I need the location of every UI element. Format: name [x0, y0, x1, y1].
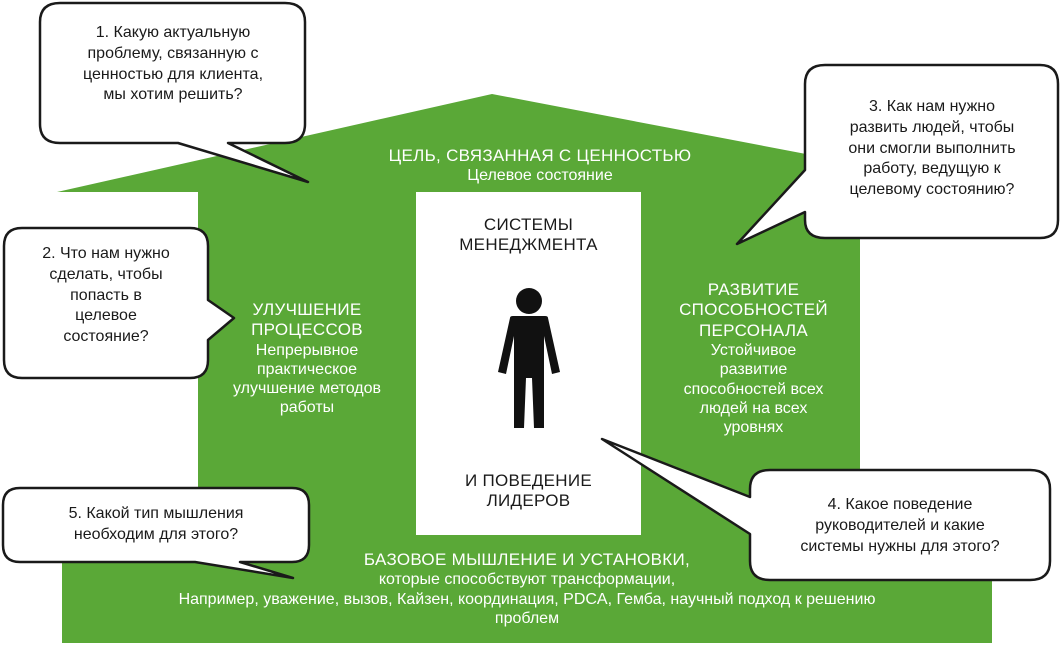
speech-bubble-5 [1, 486, 311, 580]
center-top-text: СИСТЕМЫ МЕНЕДЖМЕНТА [416, 215, 641, 256]
bubble-4-text: 4. Какое поведение руководителей и какие… [752, 495, 1048, 557]
bubble-4-line: системы нужны для этого? [800, 537, 1000, 555]
left-pillar-text: УЛУЧШЕНИЕ ПРОЦЕССОВ Непрерывное практиче… [198, 300, 416, 418]
left-pillar-title-line: ПРОЦЕССОВ [251, 320, 363, 340]
right-pillar-body-line: развитие [719, 361, 788, 379]
foundation-title: БАЗОВОЕ МЫШЛЕНИЕ И УСТАНОВКИ, [363, 550, 691, 569]
roof-text: ЦЕЛЬ, СВЯЗАННАЯ С ЦЕННОСТЬЮ Целевое сост… [300, 146, 780, 186]
foundation-line: которые способствуют трансформации, [378, 571, 676, 589]
bubble-1-line: мы хотим решить? [103, 86, 243, 104]
foundation-line: Например, уважение, вызов, Кайзен, коорд… [178, 590, 876, 608]
bubble-3-line: 3. Как нам нужно [868, 98, 996, 115]
bubble-5-line: 5. Какой тип мышления [68, 505, 244, 522]
bubble-2-line: целевое [75, 307, 137, 325]
left-pillar-body-line: практическое [256, 360, 358, 378]
center-top-line: СИСТЕМЫ [483, 215, 574, 234]
speech-bubble-4 [600, 437, 1052, 582]
roof-title: ЦЕЛЬ, СВЯЗАННАЯ С ЦЕННОСТЬЮ [388, 146, 692, 165]
center-top-line: МЕНЕДЖМЕНТА [459, 235, 598, 255]
center-bottom-line: И ПОВЕДЕНИЕ [464, 471, 593, 490]
right-pillar-title-line: ПЕРСОНАЛА [698, 320, 809, 340]
bubble-5-text: 5. Какой тип мышления необходим для этог… [6, 504, 306, 546]
roof [57, 94, 1005, 192]
foundation-line: проблем [494, 609, 560, 627]
bubble-2-line: попасть в [70, 286, 142, 304]
right-pillar-body-line: уровнях [723, 418, 784, 436]
bubble-3-line: целевому состоянию? [849, 181, 1015, 199]
bubble-3-line: работу, ведущую к [863, 160, 1001, 178]
left-pillar-body-line: Непрерывное [255, 341, 359, 359]
bubble-1-line: проблему, связанную с [87, 44, 259, 62]
bubble-3-text: 3. Как нам нужно развить людей, чтобы он… [808, 97, 1056, 201]
right-pillar-body-line: Устойчивое [710, 342, 797, 360]
bubble-1-text: 1. Какую актуальную проблему, связанную … [44, 23, 302, 106]
bubble-1-line: 1. Какую актуальную [95, 24, 251, 41]
left-pillar-title-line: УЛУЧШЕНИЕ [252, 300, 362, 319]
bubble-2-line: состояние? [63, 328, 149, 346]
right-pillar-title-line: РАЗВИТИЕ [707, 280, 800, 299]
speech-bubble-1 [38, 1, 310, 184]
right-pillar-body-line: людей на всех [699, 399, 808, 417]
right-pillar-body-line: способностей всех [683, 380, 824, 398]
left-pillar-body-line: работы [279, 399, 335, 417]
bubble-1-line: ценностью для клиента, [82, 65, 264, 83]
left-pillar-body-line: улучшение методов [233, 380, 381, 398]
left-pillar [198, 192, 416, 535]
bubble-4-line: 4. Какое поведение [827, 496, 973, 513]
right-pillar-title-line: СПОСОБНОСТЕЙ [679, 300, 828, 320]
bubble-3-line: они смогли выполнить [848, 139, 1016, 157]
speech-bubble-2 [2, 226, 236, 380]
person-icon [498, 288, 560, 428]
bubble-5-line: необходим для этого? [73, 525, 239, 543]
bubble-4-line: руководителей и какие [815, 516, 985, 534]
center-bottom-text: И ПОВЕДЕНИЕ ЛИДЕРОВ [416, 471, 641, 512]
bubble-2-text: 2. Что нам нужно сделать, чтобы попасть … [6, 244, 206, 348]
bubble-3-line: развить людей, чтобы [849, 118, 1015, 136]
bubble-2-line: сделать, чтобы [49, 265, 163, 283]
right-pillar-text: РАЗВИТИЕ СПОСОБНОСТЕЙ ПЕРСОНАЛА Устойчив… [647, 280, 860, 437]
bubble-2-line: 2. Что нам нужно [42, 245, 170, 262]
foundation-text: БАЗОВОЕ МЫШЛЕНИЕ И УСТАНОВКИ, которые сп… [62, 550, 992, 628]
speech-bubble-3 [735, 63, 1060, 246]
roof-subtitle: Целевое состояние [467, 167, 613, 185]
center-bottom-line: ЛИДЕРОВ [486, 491, 571, 511]
